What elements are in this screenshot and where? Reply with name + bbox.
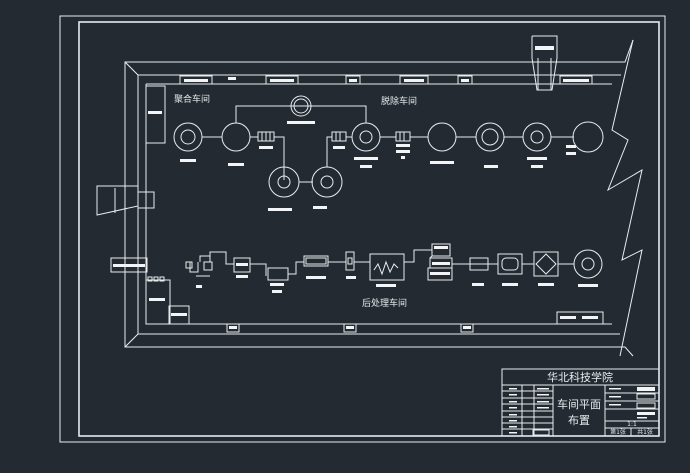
post-vessel: [573, 249, 603, 279]
left-wall-features: [96, 85, 190, 325]
outer-frame: [59, 15, 666, 443]
building-outer-wall: [124, 39, 634, 357]
title-block-drawing-title-line1: 车间平面: [557, 397, 601, 411]
stripper-2: [427, 122, 457, 152]
post-treatment-area-label: 后处理车间: [362, 297, 407, 309]
chimney-tower: [531, 35, 558, 91]
top-wall-windows: [179, 75, 593, 85]
title-block-sheet-total: 共1张: [637, 428, 653, 436]
stripper-3: [475, 122, 505, 152]
reactor-1: [173, 122, 203, 152]
dryer: [369, 253, 405, 281]
building-inner-wall: [137, 74, 621, 335]
title-block-sheet-number: 第1张: [610, 428, 626, 436]
title-block-institution: 华北科技学院: [547, 370, 613, 384]
post-unit-2: [267, 267, 289, 281]
stripper-5: [572, 121, 604, 153]
break-line: [606, 39, 643, 357]
post-unit-4: [345, 251, 355, 271]
stacked-unit-top: [431, 243, 451, 257]
filter-3: [395, 131, 411, 142]
stripper-1: [351, 122, 381, 152]
filter-2: [331, 131, 347, 142]
stacked-unit-bottom: [427, 267, 453, 281]
reactor-4: [311, 166, 343, 198]
post-unit-7: [533, 251, 559, 277]
reactor-2: [221, 122, 251, 152]
bottom-wall-windows: [226, 311, 604, 333]
post-unit-3: [303, 255, 329, 267]
polymerization-area-label: 聚合车间: [174, 93, 210, 105]
title-block-scale: 1:1: [627, 421, 637, 428]
lower-process-line: [185, 243, 603, 293]
inner-frame: [78, 21, 660, 437]
title-block-drawing-title-line2: 布置: [568, 414, 590, 427]
stripper-4: [522, 122, 552, 152]
removal-area-label: 脱除车间: [381, 95, 417, 107]
top-header-vessel: [290, 95, 312, 117]
upper-process-line: [173, 95, 604, 211]
title-block: [501, 368, 660, 437]
post-unit-1: [233, 257, 251, 273]
